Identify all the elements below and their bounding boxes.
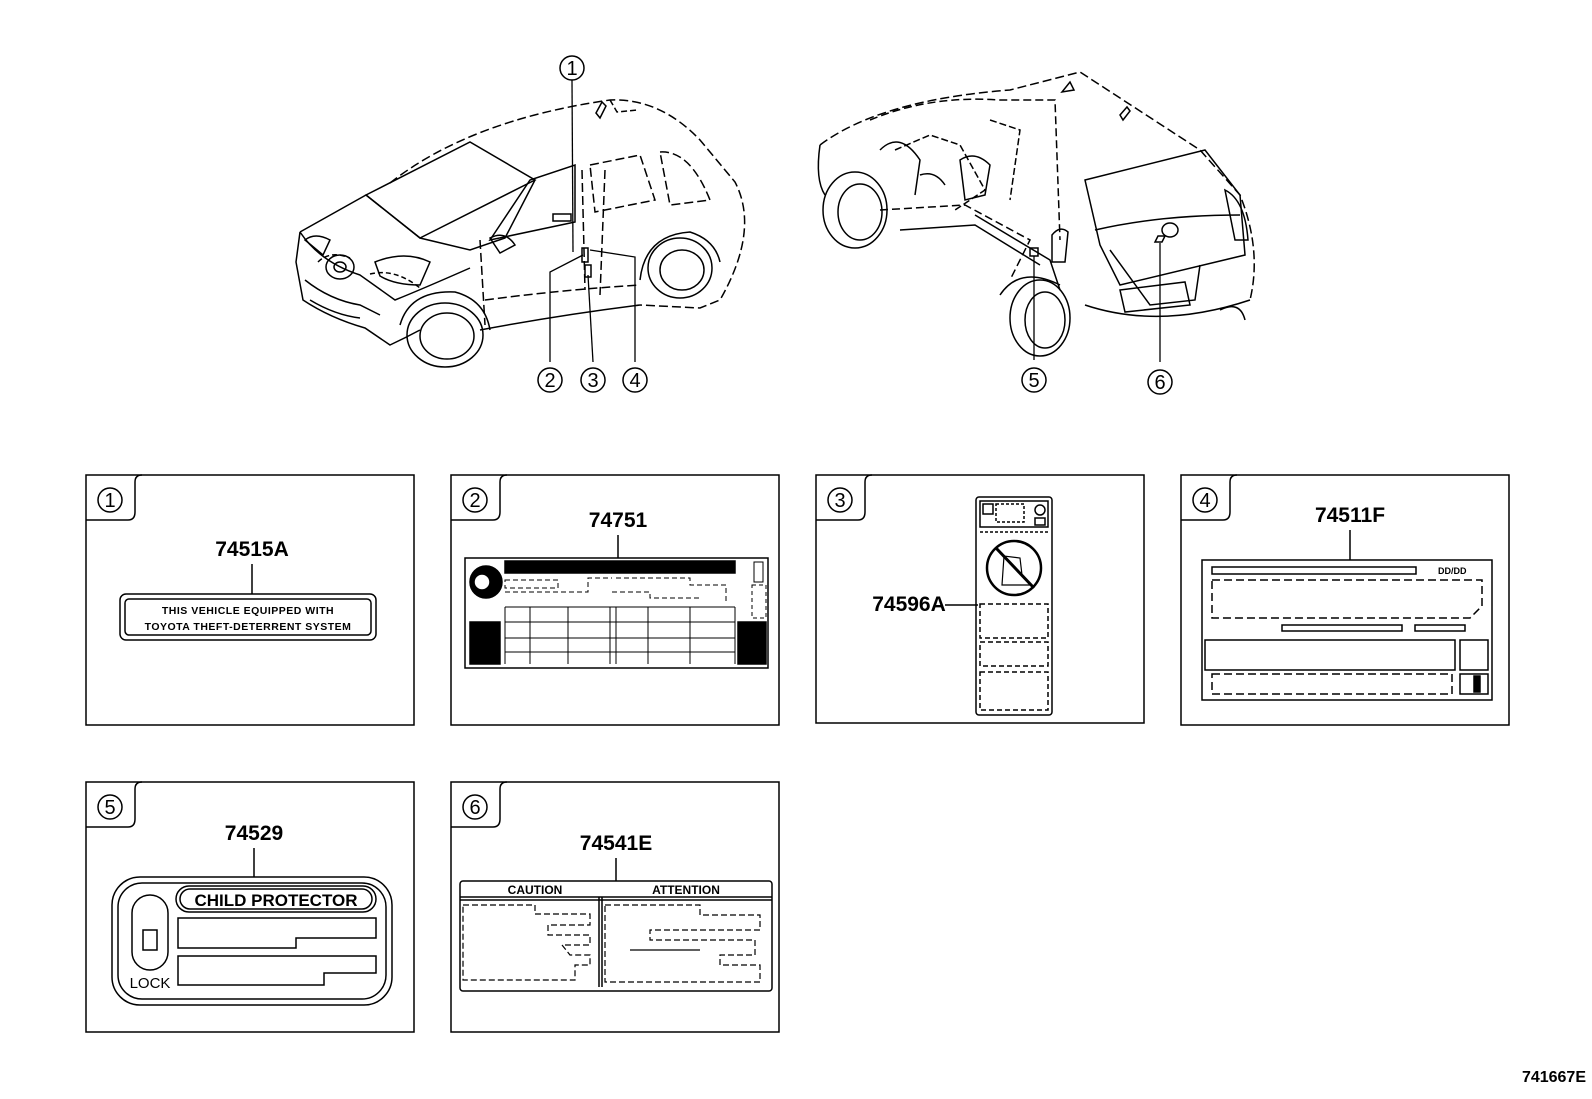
panel-2: 2 74751 [450,474,780,726]
svg-text:4: 4 [629,370,640,392]
part-number-74596A: 74596A [872,593,946,616]
callout-1-top: 1 [559,55,585,81]
svg-text:3: 3 [834,490,845,512]
svg-text:2: 2 [469,490,480,512]
panel-4: 4 74511F DD/DD [1180,474,1510,726]
callout-5-top: 5 [1021,367,1047,393]
svg-text:4: 4 [1199,490,1210,512]
callout-4-top: 4 [622,367,648,393]
panel-6: 6 74541E CAUTION ATTENTION [450,781,780,1033]
callout-3-top: 3 [580,367,606,393]
svg-text:5: 5 [104,797,115,819]
svg-text:1: 1 [104,490,115,512]
panel-3: 3 74596A [815,474,1145,724]
callout-6-top: 6 [1147,369,1173,395]
svg-text:3: 3 [587,370,598,392]
svg-text:DD/DD: DD/DD [1438,566,1467,576]
part-number-74511F: 74511F [1315,504,1385,527]
car-rear-view [817,71,1255,362]
car-front-view [295,79,746,368]
child-protector-header: CHILD PROTECTOR [194,891,357,910]
svg-text:2: 2 [544,370,555,392]
svg-text:6: 6 [469,797,480,819]
svg-text:CAUTION: CAUTION [508,883,563,897]
svg-text:THIS VEHICLE EQUIPPED WITH: THIS VEHICLE EQUIPPED WITH [162,605,334,617]
part-number-74515A: 74515A [215,538,289,561]
svg-text:6: 6 [1154,372,1165,394]
panel-1: 1 74515A THIS VEHICLE EQUIPPED WITH TOYO… [85,474,415,726]
panel-5: 5 74529 CHILD PROTECTOR LOCK [85,781,415,1033]
part-number-74529: 74529 [225,822,283,845]
callout-2-top: 2 [537,367,563,393]
diagram-code: 741667E [1521,1069,1586,1086]
svg-text:5: 5 [1028,370,1039,392]
part-number-74541E: 74541E [580,832,652,855]
svg-text:1: 1 [566,58,577,80]
svg-text:TOYOTA THEFT-DETERRENT SYSTEM: TOYOTA THEFT-DETERRENT SYSTEM [145,621,352,633]
svg-text:ATTENTION: ATTENTION [652,883,720,897]
part-number-74751: 74751 [589,509,648,532]
svg-text:LOCK: LOCK [130,975,171,992]
